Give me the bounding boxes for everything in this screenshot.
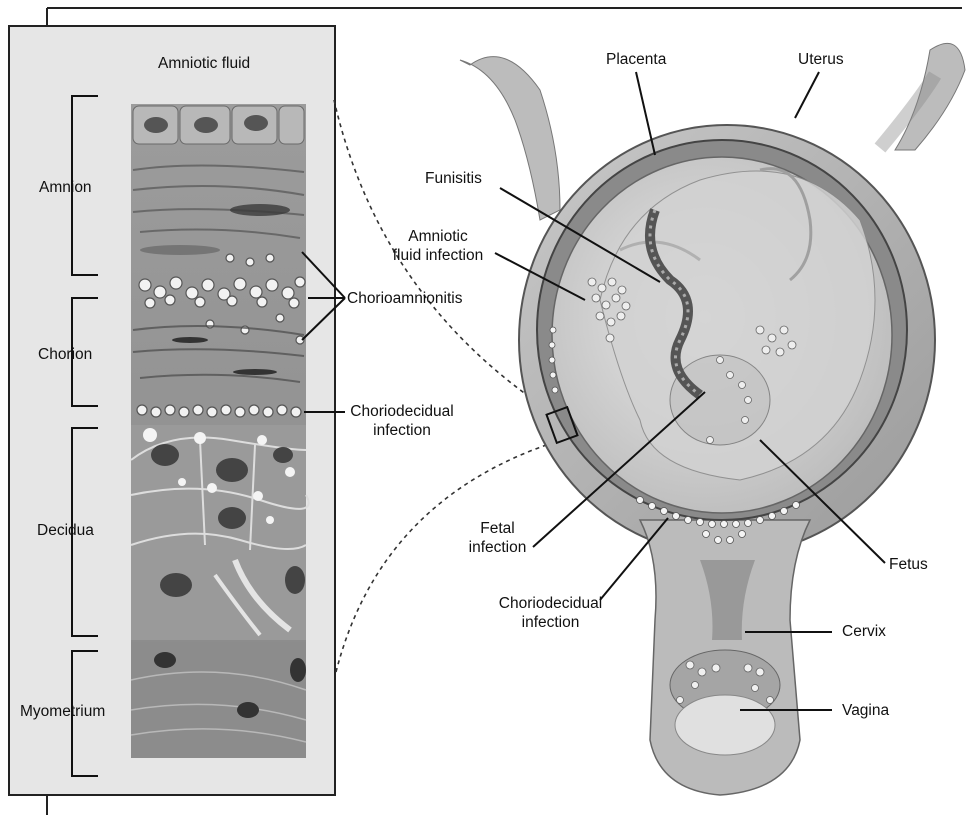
choriodecidual-1-line1: Choriodecidual — [347, 402, 457, 421]
choriodecidual-2-line1: Choriodecidual — [478, 594, 623, 613]
choriodecidual-2-line2: infection — [478, 613, 623, 632]
tissue-strip — [131, 104, 309, 758]
vagina-label: Vagina — [842, 701, 889, 720]
decidua-label: Decidua — [37, 521, 94, 540]
placenta-label: Placenta — [606, 50, 666, 69]
myometrium-label: Myometrium — [20, 702, 105, 721]
myometrium-cells — [131, 642, 306, 758]
fetus-label: Fetus — [889, 555, 928, 574]
choriodecidual-1-line2: infection — [347, 421, 457, 440]
amniotic-fluid-infection-label: Amniotic fluid infection — [383, 227, 493, 265]
fetal-line1: Fetal — [460, 519, 535, 538]
amniotic-line1: Amniotic — [383, 227, 493, 246]
choriodecidual-infection-label-2: Choriodecidual infection — [478, 594, 623, 632]
amniotic-fluid-label: Amniotic fluid — [158, 54, 250, 73]
chorioamnionitis-label: Chorioamnionitis — [347, 289, 462, 308]
amnion-label: Amnion — [39, 178, 92, 197]
funisitis-label: Funisitis — [425, 169, 482, 188]
chorion-label: Chorion — [38, 345, 92, 364]
cervix-label: Cervix — [842, 622, 886, 641]
decidua-cells — [131, 425, 309, 640]
uterus-label: Uterus — [798, 50, 844, 69]
uterus-body — [460, 43, 965, 795]
amniotic-line2: fluid infection — [383, 246, 493, 265]
fetal-infection-label: Fetal infection — [460, 519, 535, 557]
fetal-line2: infection — [460, 538, 535, 557]
choriodecidual-infection-label-1: Choriodecidual infection — [347, 402, 457, 440]
